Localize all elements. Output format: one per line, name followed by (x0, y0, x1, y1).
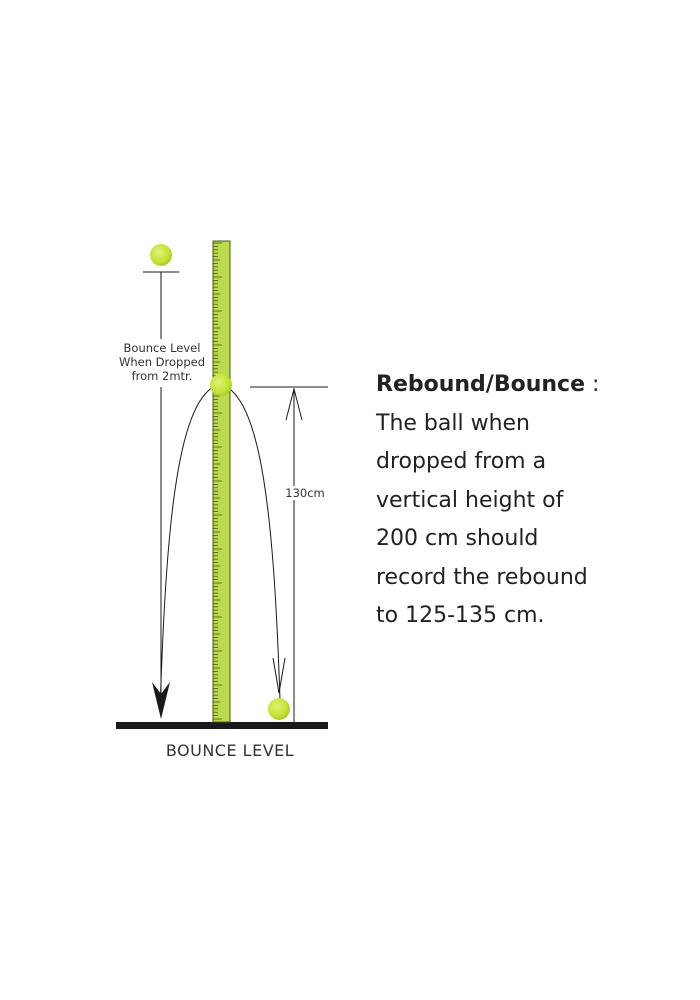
description-line-1: The ball when (376, 410, 530, 436)
rebound-description: Rebound/Bounce : The ball when dropped f… (376, 366, 676, 636)
ruler-ticks (213, 242, 222, 720)
landing-arrow-head (272, 657, 286, 694)
description-separator: : (585, 372, 600, 397)
ground-label: BOUNCE LEVEL (165, 741, 295, 760)
description-line-5: record the rebound (376, 564, 588, 590)
description-line-6: to 125-135 cm. (376, 603, 545, 628)
ball-landing (268, 698, 290, 720)
rebound-height-label: 130cm (281, 486, 329, 500)
ball-rebound-peak (210, 374, 232, 396)
drop-label-line-1: Bounce Level (123, 341, 201, 355)
description-line-2: dropped from a (376, 449, 547, 474)
drop-height-label: Bounce Level When Dropped from 2mtr. (108, 341, 216, 383)
measuring-ruler (212, 240, 231, 723)
drop-label-line-3: from 2mtr. (131, 369, 193, 383)
description-heading-line: Rebound/Bounce : (376, 366, 676, 405)
rebound-height-arrow-head (285, 388, 303, 421)
description-line-4: 200 cm should (376, 526, 539, 551)
drop-arrow-head (152, 682, 170, 719)
ground-line (116, 722, 328, 729)
ball-drop-start (150, 244, 172, 266)
drop-label-line-2: When Dropped (118, 355, 206, 369)
description-line-3: vertical height of (376, 487, 564, 513)
description-heading: Rebound/Bounce (376, 372, 585, 397)
